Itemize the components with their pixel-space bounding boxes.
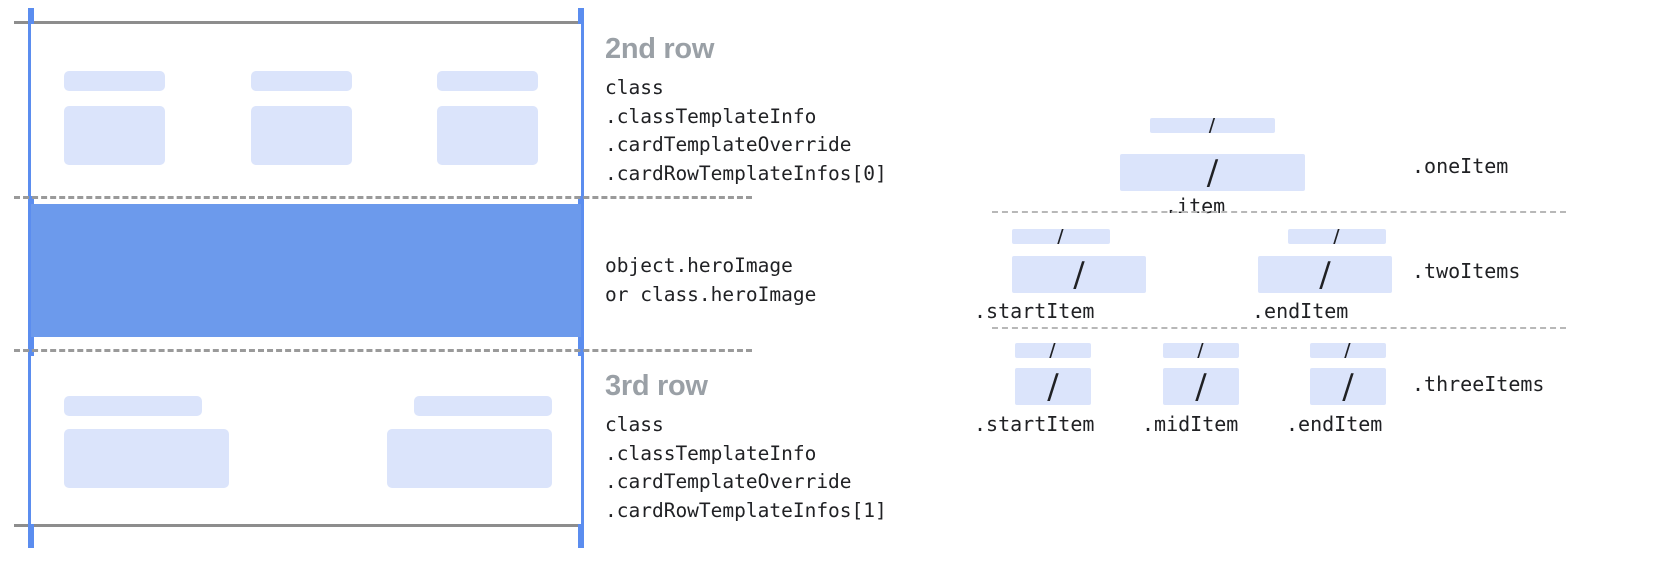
two-items-tile-title-0: / — [1012, 229, 1110, 244]
slash-glyph: / — [1319, 256, 1331, 293]
slash-glyph: / — [1057, 229, 1065, 244]
three-items-tile-body-1: / — [1163, 368, 1239, 405]
three-items-tile-title-2: / — [1310, 343, 1386, 358]
second-row-zone — [31, 24, 581, 196]
row-item-title-3 — [437, 71, 538, 91]
third-row-title: 3rd row — [605, 370, 708, 402]
slash-glyph: / — [1049, 343, 1057, 358]
three-items-group: / / .startItem / / .midItem / / .endItem… — [960, 336, 1676, 441]
card-schematic — [0, 0, 760, 584]
row-item-body-1 — [64, 106, 165, 165]
two-items-caption-1: .endItem — [1252, 299, 1349, 323]
row2-item-title-2 — [414, 396, 552, 416]
three-items-tile-title-1: / — [1163, 343, 1239, 358]
slash-glyph: / — [1344, 343, 1352, 358]
three-items-caption-2: .endItem — [1286, 412, 1383, 436]
row-item-title-1 — [64, 71, 165, 91]
item-layout-variants: / / .item .oneItem / / .startItem / / — [960, 0, 1676, 584]
one-item-tile-title: / — [1150, 118, 1275, 133]
hero-bottom-divider — [14, 349, 752, 352]
group-divider-1 — [992, 211, 1566, 213]
hero-top-divider — [14, 196, 752, 199]
hero-image-code: object.heroImage or class.heroImage — [605, 254, 817, 306]
three-items-group-name: .threeItems — [1412, 372, 1545, 396]
slash-glyph: / — [1208, 118, 1217, 133]
one-item-caption-0: .item — [1165, 194, 1226, 218]
slash-glyph: / — [1206, 154, 1219, 191]
card-right-guide — [578, 8, 584, 548]
three-items-tile-body-2: / — [1310, 368, 1386, 405]
row2-item-title-1 — [64, 396, 202, 416]
card-top-rule — [14, 21, 584, 24]
group-divider-2 — [992, 327, 1566, 329]
row-item-body-2 — [251, 106, 352, 165]
hero-image-band — [31, 204, 581, 337]
slash-glyph: / — [1047, 368, 1059, 405]
two-items-tile-title-1: / — [1288, 229, 1386, 244]
row-item-title-2 — [251, 71, 352, 91]
row-item-body-3 — [437, 106, 538, 165]
card-bottom-rule — [14, 524, 584, 527]
three-items-caption-1: .midItem — [1142, 412, 1239, 436]
one-item-tile-body: / — [1120, 154, 1305, 191]
slash-glyph: / — [1197, 343, 1205, 358]
second-row-title: 2nd row — [605, 33, 715, 65]
two-items-tile-body-0: / — [1012, 256, 1146, 293]
two-items-tile-body-1: / — [1258, 256, 1392, 293]
second-row-code: class .classTemplateInfo .cardTemplateOv… — [605, 76, 887, 185]
three-items-tile-title-0: / — [1015, 343, 1091, 358]
row2-item-body-1 — [64, 429, 229, 488]
three-items-caption-0: .startItem — [974, 412, 1095, 436]
one-item-group: / / .item .oneItem — [960, 108, 1676, 218]
third-row-code: class .classTemplateInfo .cardTemplateOv… — [605, 413, 887, 522]
third-row-zone — [31, 356, 581, 524]
two-items-caption-0: .startItem — [974, 299, 1095, 323]
row2-item-body-2 — [387, 429, 552, 488]
slash-glyph: / — [1073, 256, 1085, 293]
slash-glyph: / — [1342, 368, 1354, 405]
slash-glyph: / — [1195, 368, 1207, 405]
two-items-group-name: .twoItems — [1412, 259, 1521, 283]
slash-glyph: / — [1333, 229, 1341, 244]
one-item-group-name: .oneItem — [1412, 154, 1509, 178]
two-items-group: / / .startItem / / .endItem .twoItems — [960, 220, 1676, 325]
three-items-tile-body-0: / — [1015, 368, 1091, 405]
